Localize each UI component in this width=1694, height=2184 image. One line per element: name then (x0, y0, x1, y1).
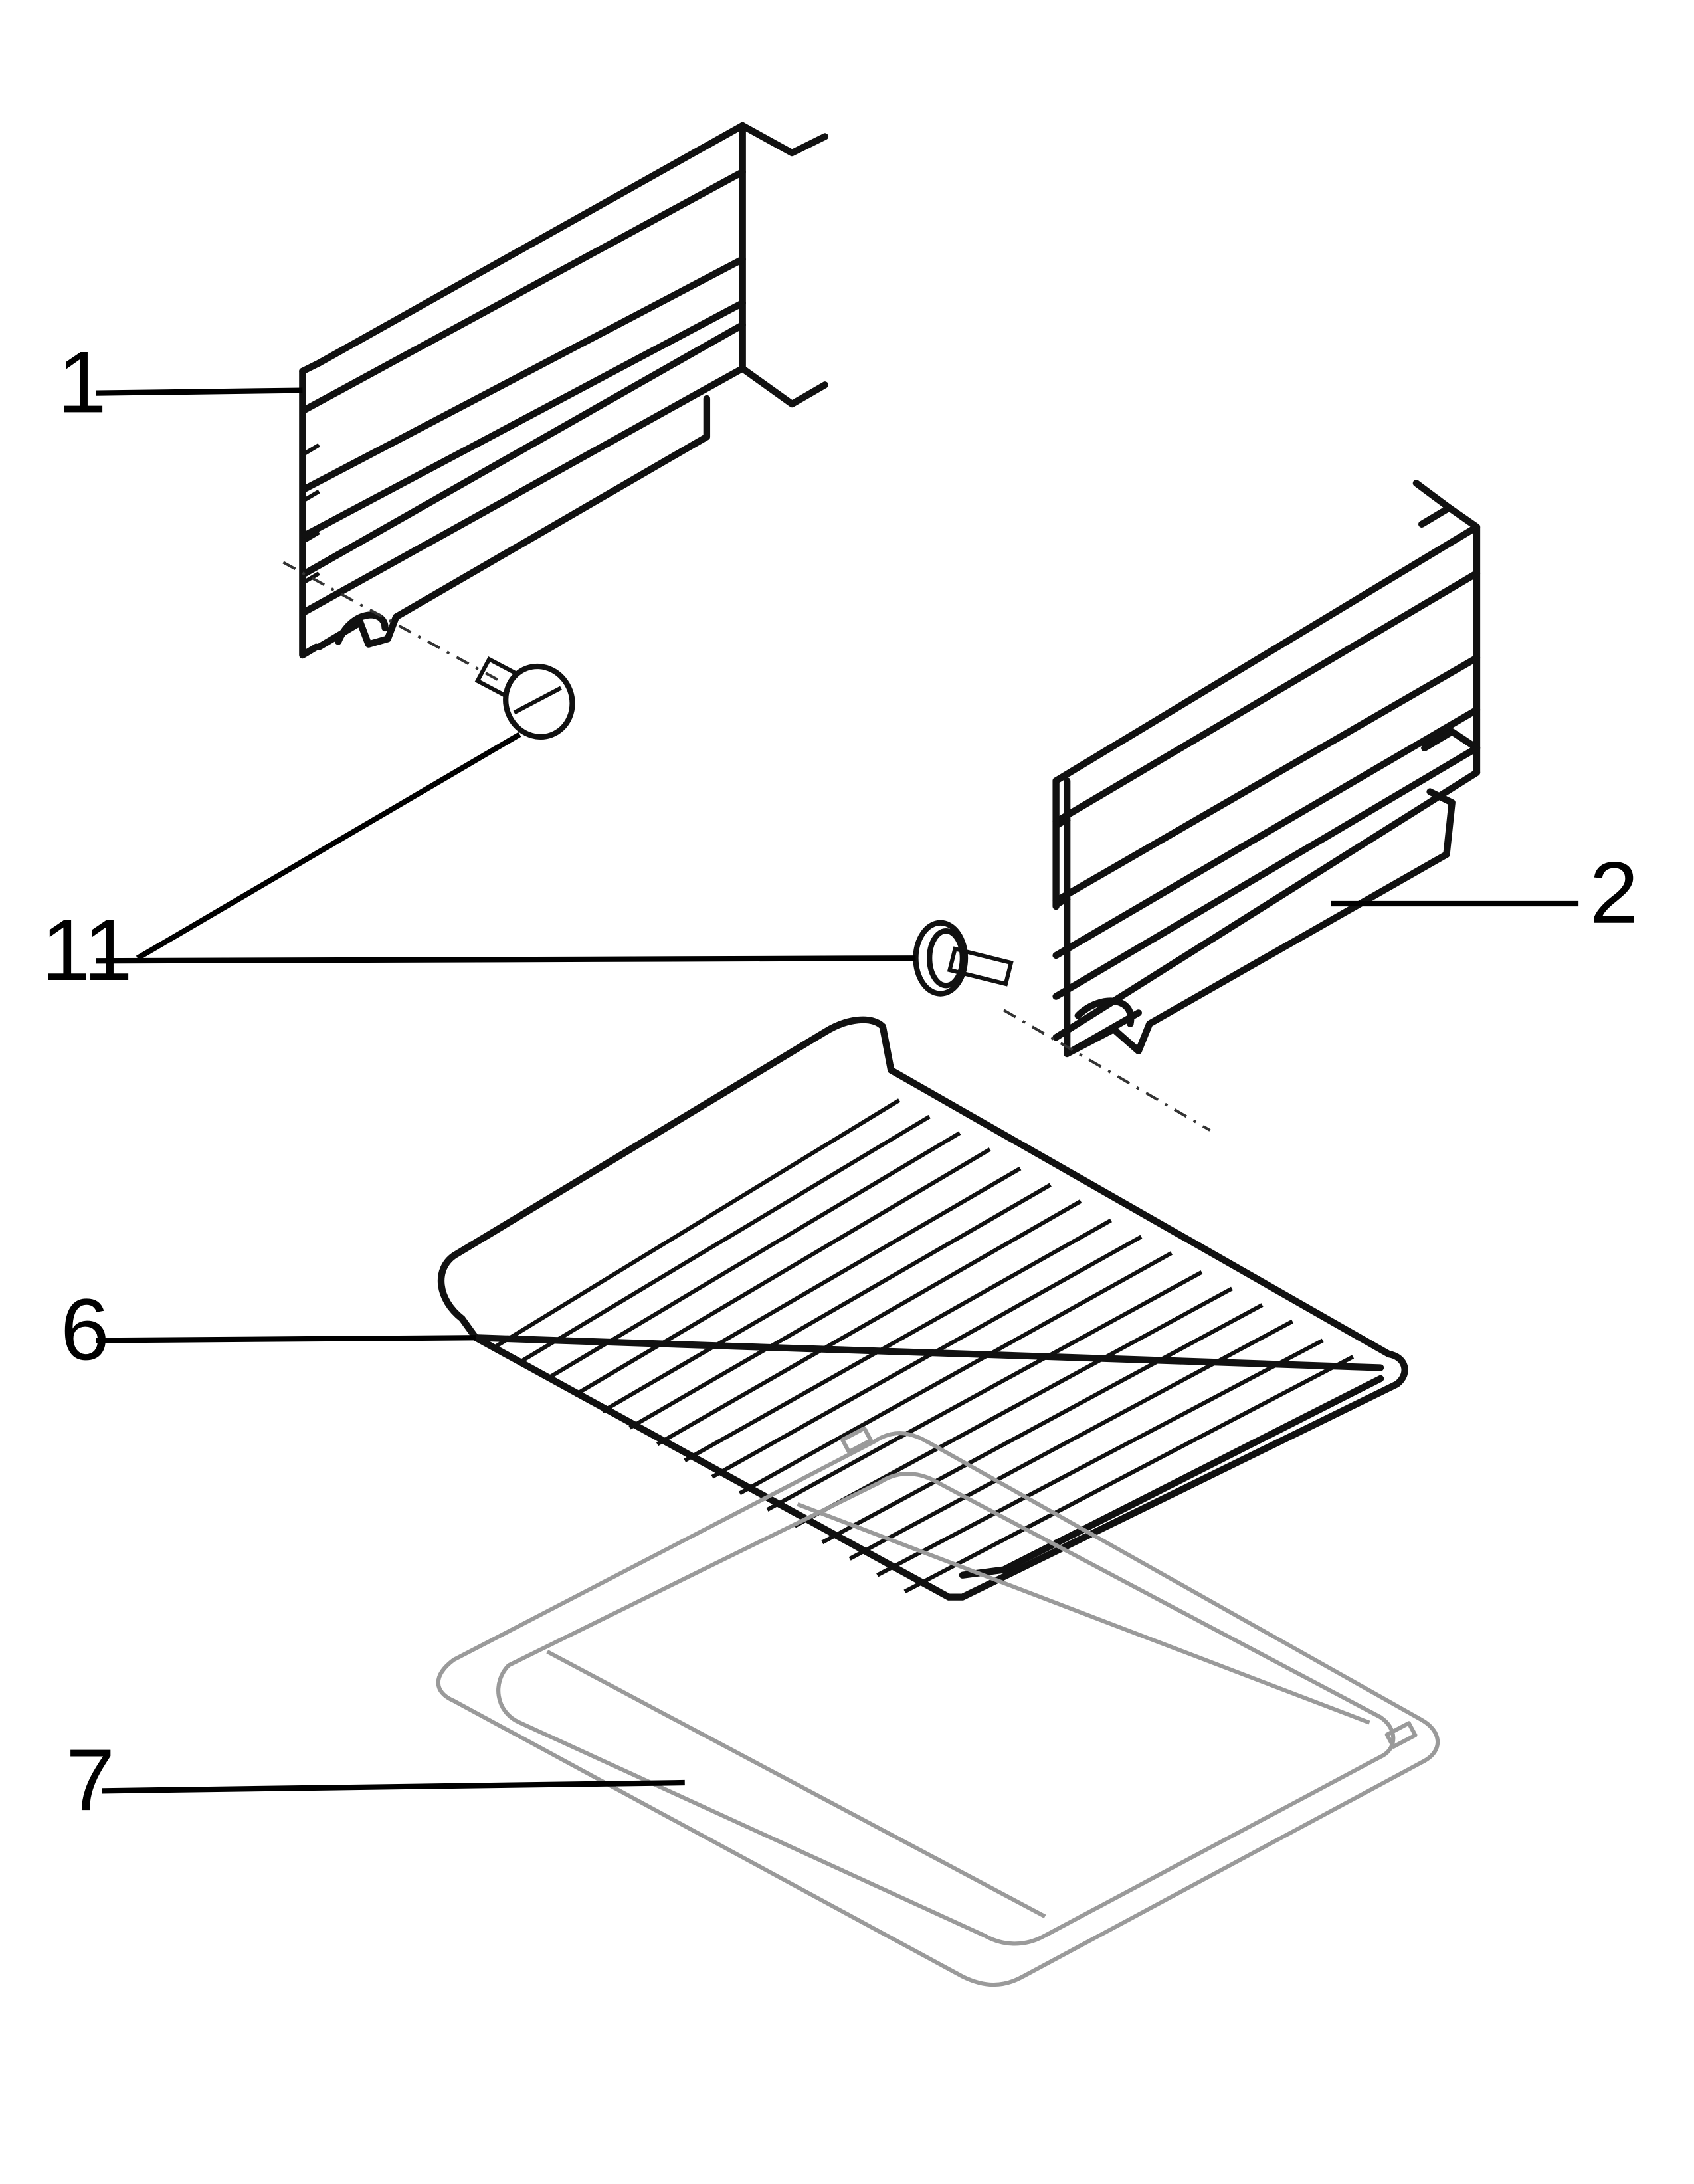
part-11-screw-upper (282, 561, 575, 740)
callout-11: 11 (41, 901, 133, 998)
leader-11-lower (96, 955, 916, 964)
callout-6: 6 (60, 1281, 110, 1378)
leader-7 (102, 1779, 685, 1794)
callout-2: 2 (1590, 844, 1639, 941)
leader-1 (96, 387, 303, 396)
callout-1: 1 (58, 334, 107, 431)
part-6-wire-oven-rack (437, 1016, 1408, 1601)
leader-lines (96, 387, 1579, 1794)
leader-6 (96, 1335, 476, 1343)
leader-11-upper (136, 732, 521, 961)
part-11-screw-lower (913, 920, 1211, 1132)
callout-7: 7 (66, 1732, 115, 1829)
part-2-right-rack-support (1052, 480, 1481, 1058)
part-1-left-rack-support (299, 122, 829, 659)
part-7-broiler-pan (436, 1426, 1440, 1987)
callout-labels: 1 2 11 6 7 (41, 334, 1638, 1829)
